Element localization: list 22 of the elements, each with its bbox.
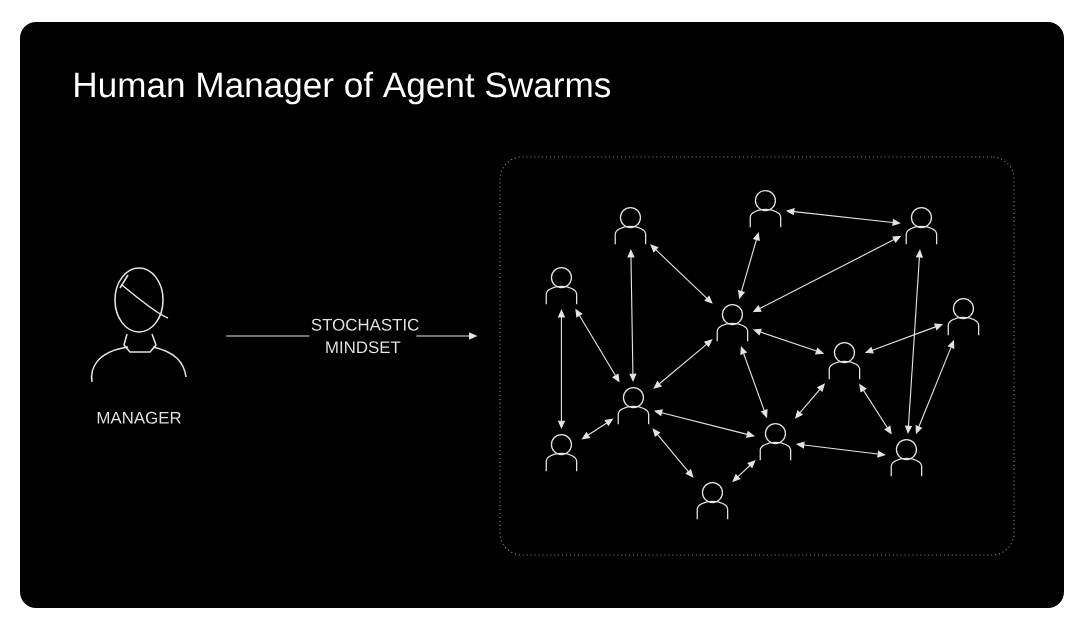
person-icon: [759, 422, 792, 461]
person-icon: [545, 266, 578, 305]
node-label: MANAGER: [97, 411, 181, 424]
person-icon: [614, 206, 647, 245]
person-icon: [617, 386, 650, 425]
title: Human Manager of Agent Swarms: [75, 71, 611, 105]
swarm-frame: [499, 156, 1015, 556]
person-icon: [828, 341, 861, 380]
person-icon: [716, 303, 749, 342]
double-arrow: [652, 428, 694, 478]
double-arrow: [650, 244, 713, 304]
person-icon: [905, 206, 938, 245]
person-icon: [545, 433, 578, 472]
person-icon: [890, 438, 923, 477]
person-icon: [749, 189, 782, 228]
double-arrow: [653, 339, 713, 389]
double-arrow: [557, 309, 566, 429]
person-icon: [696, 481, 729, 520]
manager-drawing: MANAGER: [90, 267, 187, 424]
person-icon: [947, 297, 980, 336]
double-arrow: [627, 249, 637, 382]
edge-label: STOCHASTIC MINDSET: [309, 317, 419, 355]
